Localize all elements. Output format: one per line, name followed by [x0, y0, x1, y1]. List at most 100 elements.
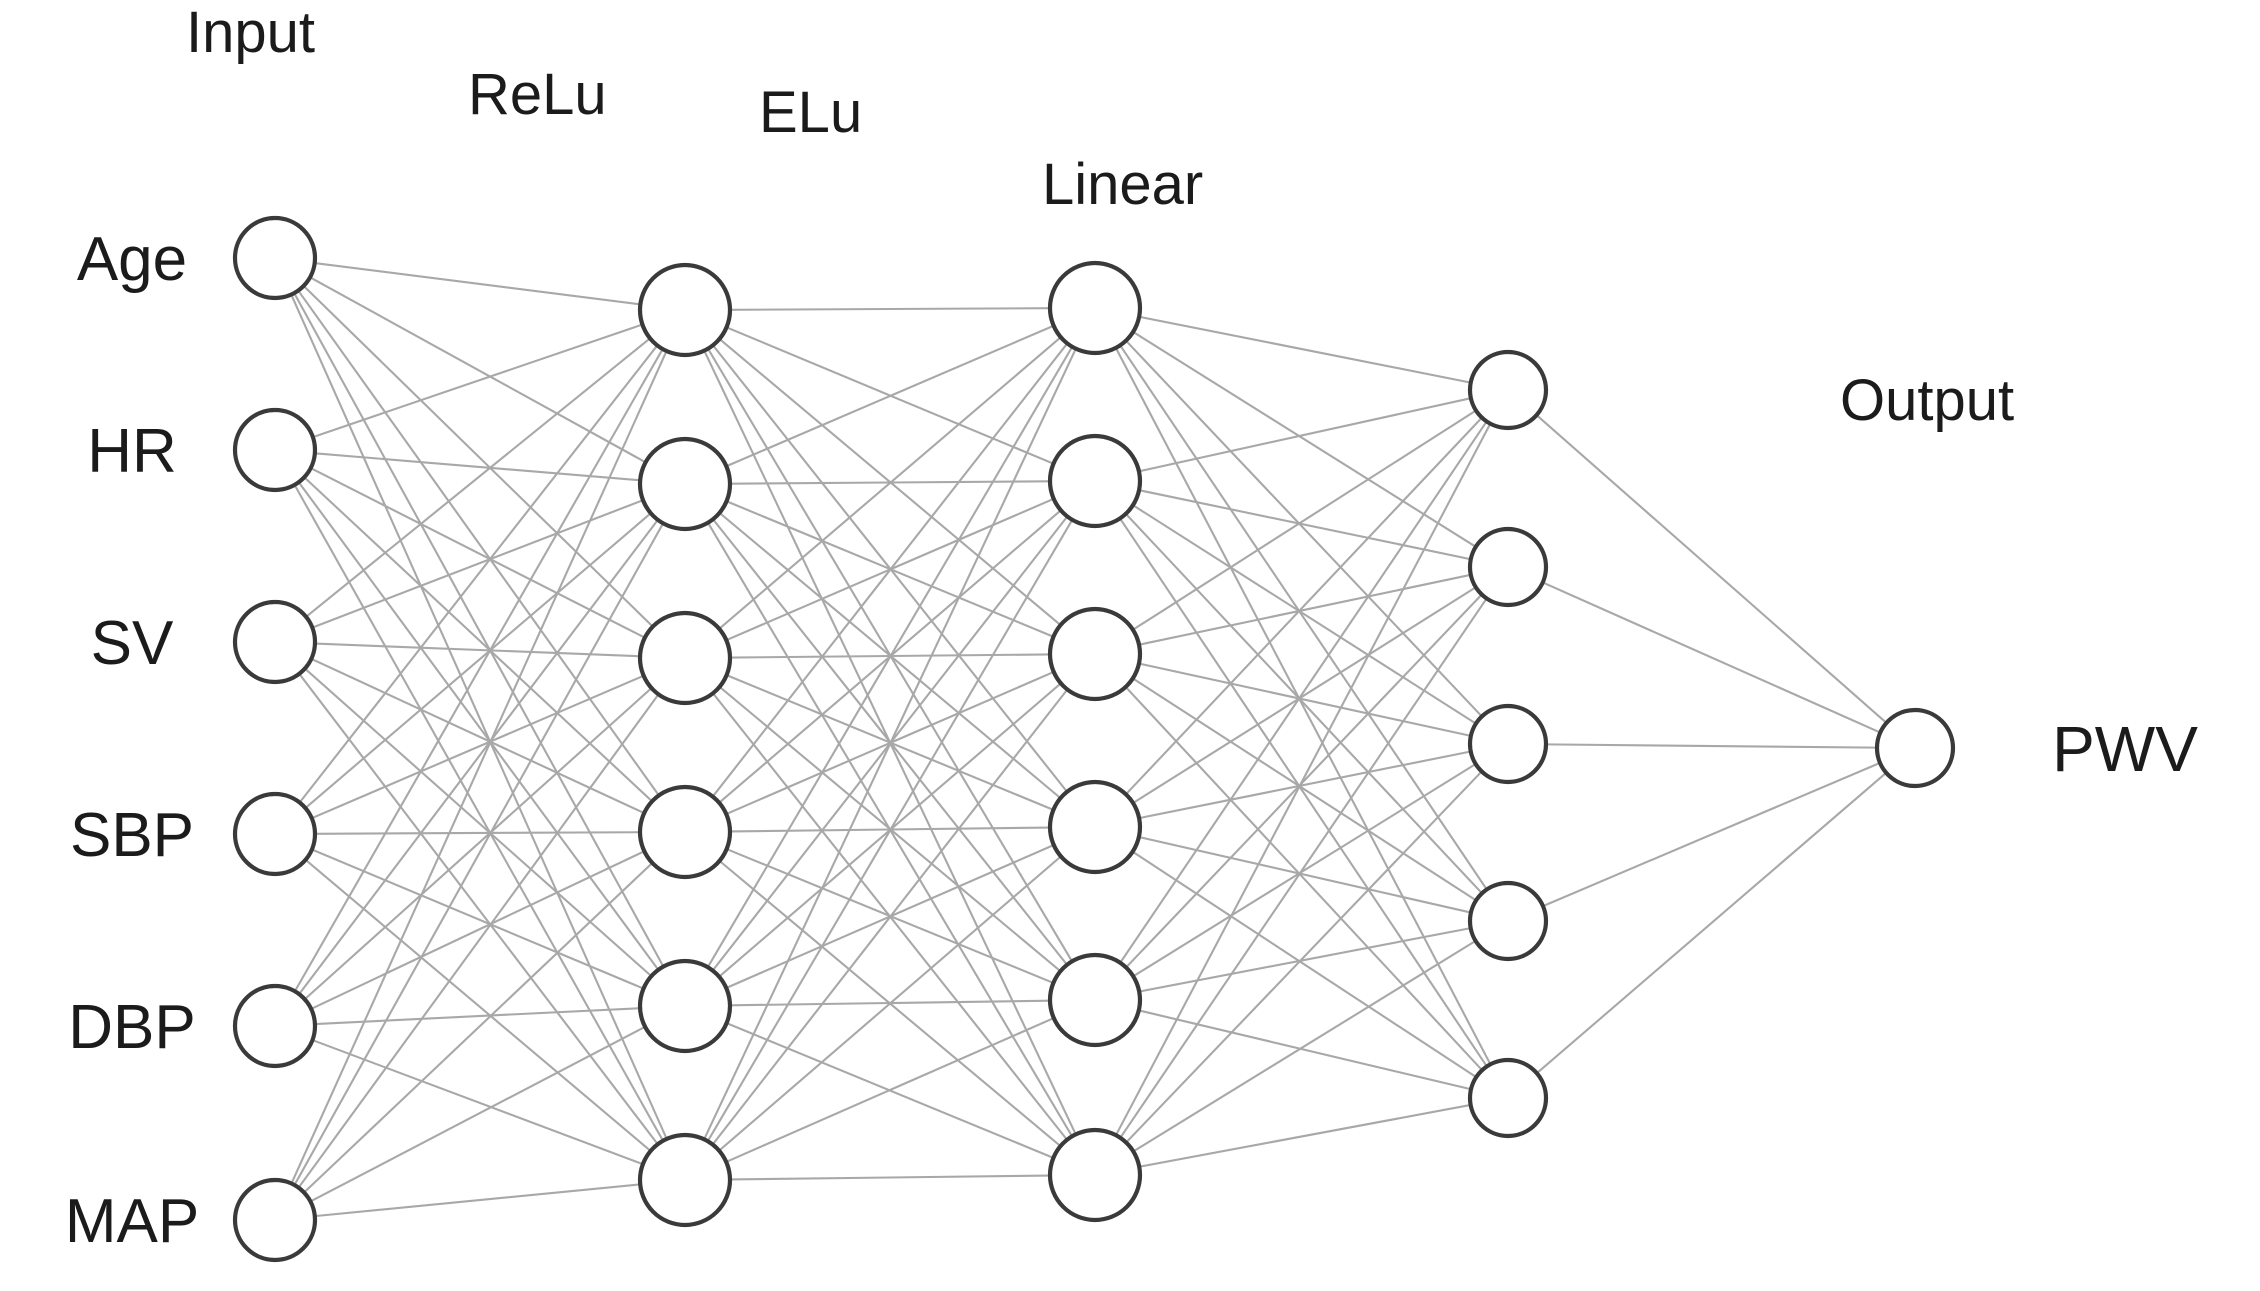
neuron-hidden3-3: [1467, 703, 1549, 785]
edge-bundle-hidden1-to-hidden2: [703, 307, 1077, 1181]
edge-bundle-hidden3-to-output: [1535, 414, 1888, 1075]
edge-hidden23-hidden31: [1132, 586, 1477, 804]
neuron-hidden1-1: [637, 262, 733, 358]
layer-title-hidden3: Linear: [1042, 152, 1203, 217]
neuron-hidden2-2: [1047, 433, 1143, 529]
neuron-hidden2-6: [1047, 1127, 1143, 1223]
edge-input2-hidden13: [310, 657, 645, 815]
edge-hidden14-hidden20: [706, 346, 1074, 968]
edge-input4-hidden10: [293, 348, 664, 992]
neuron-hidden2-5: [1047, 952, 1143, 1048]
edges-group: [290, 261, 1888, 1218]
edge-input2-hidden15: [298, 673, 659, 1145]
edge-hidden20-hidden30: [1138, 315, 1471, 384]
edge-input5-hidden14: [309, 1025, 646, 1203]
neuron-input-3: [232, 599, 318, 685]
edge-input3-hidden11: [304, 512, 652, 809]
edge-input1-hidden13: [303, 476, 653, 803]
edge-hidden25-hidden34: [1139, 1103, 1471, 1168]
input-feature-label-age: Age: [77, 225, 187, 294]
neuron-hidden3-2: [1467, 526, 1549, 608]
edge-hidden20-hidden34: [1114, 347, 1492, 1065]
input-feature-label-sbp: SBP: [70, 801, 194, 870]
edge-input0-hidden13: [297, 289, 660, 796]
neuron-hidden2-4: [1047, 779, 1143, 875]
neuron-hidden2-3: [1047, 606, 1143, 702]
edge-hidden22-hidden31: [1138, 573, 1472, 646]
edge-input0-hidden10: [314, 261, 641, 306]
edge-hidden21-hidden31: [1138, 489, 1472, 561]
edge-hidden21-hidden33: [1125, 513, 1483, 895]
edge-hidden10-hidden20: [729, 307, 1051, 311]
edge-bundle-input-to-hidden1: [290, 261, 668, 1218]
edge-hidden23-hidden34: [1132, 850, 1477, 1079]
edge-input0-hidden11: [309, 276, 647, 464]
neuron-input-5: [232, 983, 318, 1069]
edge-input5-hidden12: [297, 693, 660, 1189]
input-feature-label-sv: SV: [91, 609, 174, 678]
input-feature-label-map: MAP: [65, 1187, 199, 1256]
edge-hidden20-hidden32: [1125, 339, 1483, 718]
edge-hidden24-hidden32: [1132, 763, 1477, 978]
edge-hidden24-hidden30: [1119, 420, 1488, 964]
edge-hidden22-hidden33: [1132, 677, 1477, 902]
edge-hidden13-hidden20: [711, 342, 1069, 798]
edge-input1-hidden10: [312, 323, 643, 439]
edge-hidden23-hidden32: [1138, 750, 1471, 820]
edge-hidden22-hidden30: [1132, 409, 1477, 631]
neuron-input-4: [232, 791, 318, 877]
edge-hidden23-hidden30: [1125, 416, 1483, 796]
edge-bundle-hidden2-to-hidden3: [1114, 315, 1492, 1168]
neuron-hidden2-1: [1047, 260, 1143, 356]
edge-hidden15-hidden22: [711, 688, 1069, 1146]
edge-hidden33-output0: [1542, 761, 1881, 908]
edge-hidden15-hidden20: [703, 348, 1077, 1140]
edge-hidden34-output0: [1536, 771, 1887, 1075]
neuron-input-2: [232, 407, 318, 493]
edge-input2-hidden12: [314, 642, 641, 658]
edge-hidden20-hidden31: [1132, 331, 1477, 548]
neuron-hidden3-5: [1467, 1057, 1549, 1139]
edge-input0-hidden12: [302, 285, 654, 628]
edge-input5-hidden13: [303, 862, 654, 1194]
edge-hidden15-hidden23: [718, 855, 1062, 1152]
edge-hidden24-hidden34: [1138, 1009, 1472, 1091]
edge-hidden25-hidden30: [1115, 423, 1492, 1136]
edge-input0-hidden15: [290, 294, 668, 1140]
layer-title-output: Output: [1840, 368, 2014, 433]
edge-hidden25-hidden31: [1119, 597, 1488, 1139]
edge-hidden11-hidden20: [725, 324, 1055, 468]
edge-hidden21-hidden32: [1132, 504, 1477, 725]
edge-hidden20-hidden33: [1119, 344, 1488, 891]
layer-title-hidden1: ReLu: [468, 62, 607, 127]
edge-input2-hidden14: [304, 667, 653, 977]
neuron-hidden1-6: [637, 1132, 733, 1228]
edge-hidden22-hidden32: [1138, 662, 1472, 737]
neuron-hidden3-1: [1467, 349, 1549, 431]
edge-input5-hidden11: [293, 522, 665, 1186]
edge-input4-hidden11: [298, 519, 659, 995]
neuron-hidden1-5: [637, 958, 733, 1054]
neuron-hidden1-3: [637, 610, 733, 706]
edge-hidden15-hidden25: [729, 1174, 1051, 1181]
input-feature-label-hr: HR: [87, 417, 177, 486]
neuron-hidden1-4: [637, 784, 733, 880]
neuron-hidden1-2: [637, 436, 733, 532]
edge-input2-hidden10: [305, 337, 651, 618]
edge-hidden25-hidden32: [1125, 770, 1483, 1144]
edge-hidden25-hidden33: [1132, 940, 1477, 1153]
edge-hidden31-output0: [1542, 581, 1881, 734]
neuron-output-1: [1874, 707, 1956, 789]
edge-input0-hidden14: [293, 292, 665, 968]
edge-hidden32-output0: [1545, 743, 1878, 749]
edge-input1-hidden14: [297, 481, 660, 971]
edge-hidden21-hidden30: [1138, 397, 1472, 473]
neuron-hidden3-4: [1467, 880, 1549, 962]
neuron-input-6: [232, 1177, 318, 1263]
edge-hidden15-hidden24: [725, 1017, 1055, 1163]
edge-input3-hidden13: [314, 831, 641, 835]
